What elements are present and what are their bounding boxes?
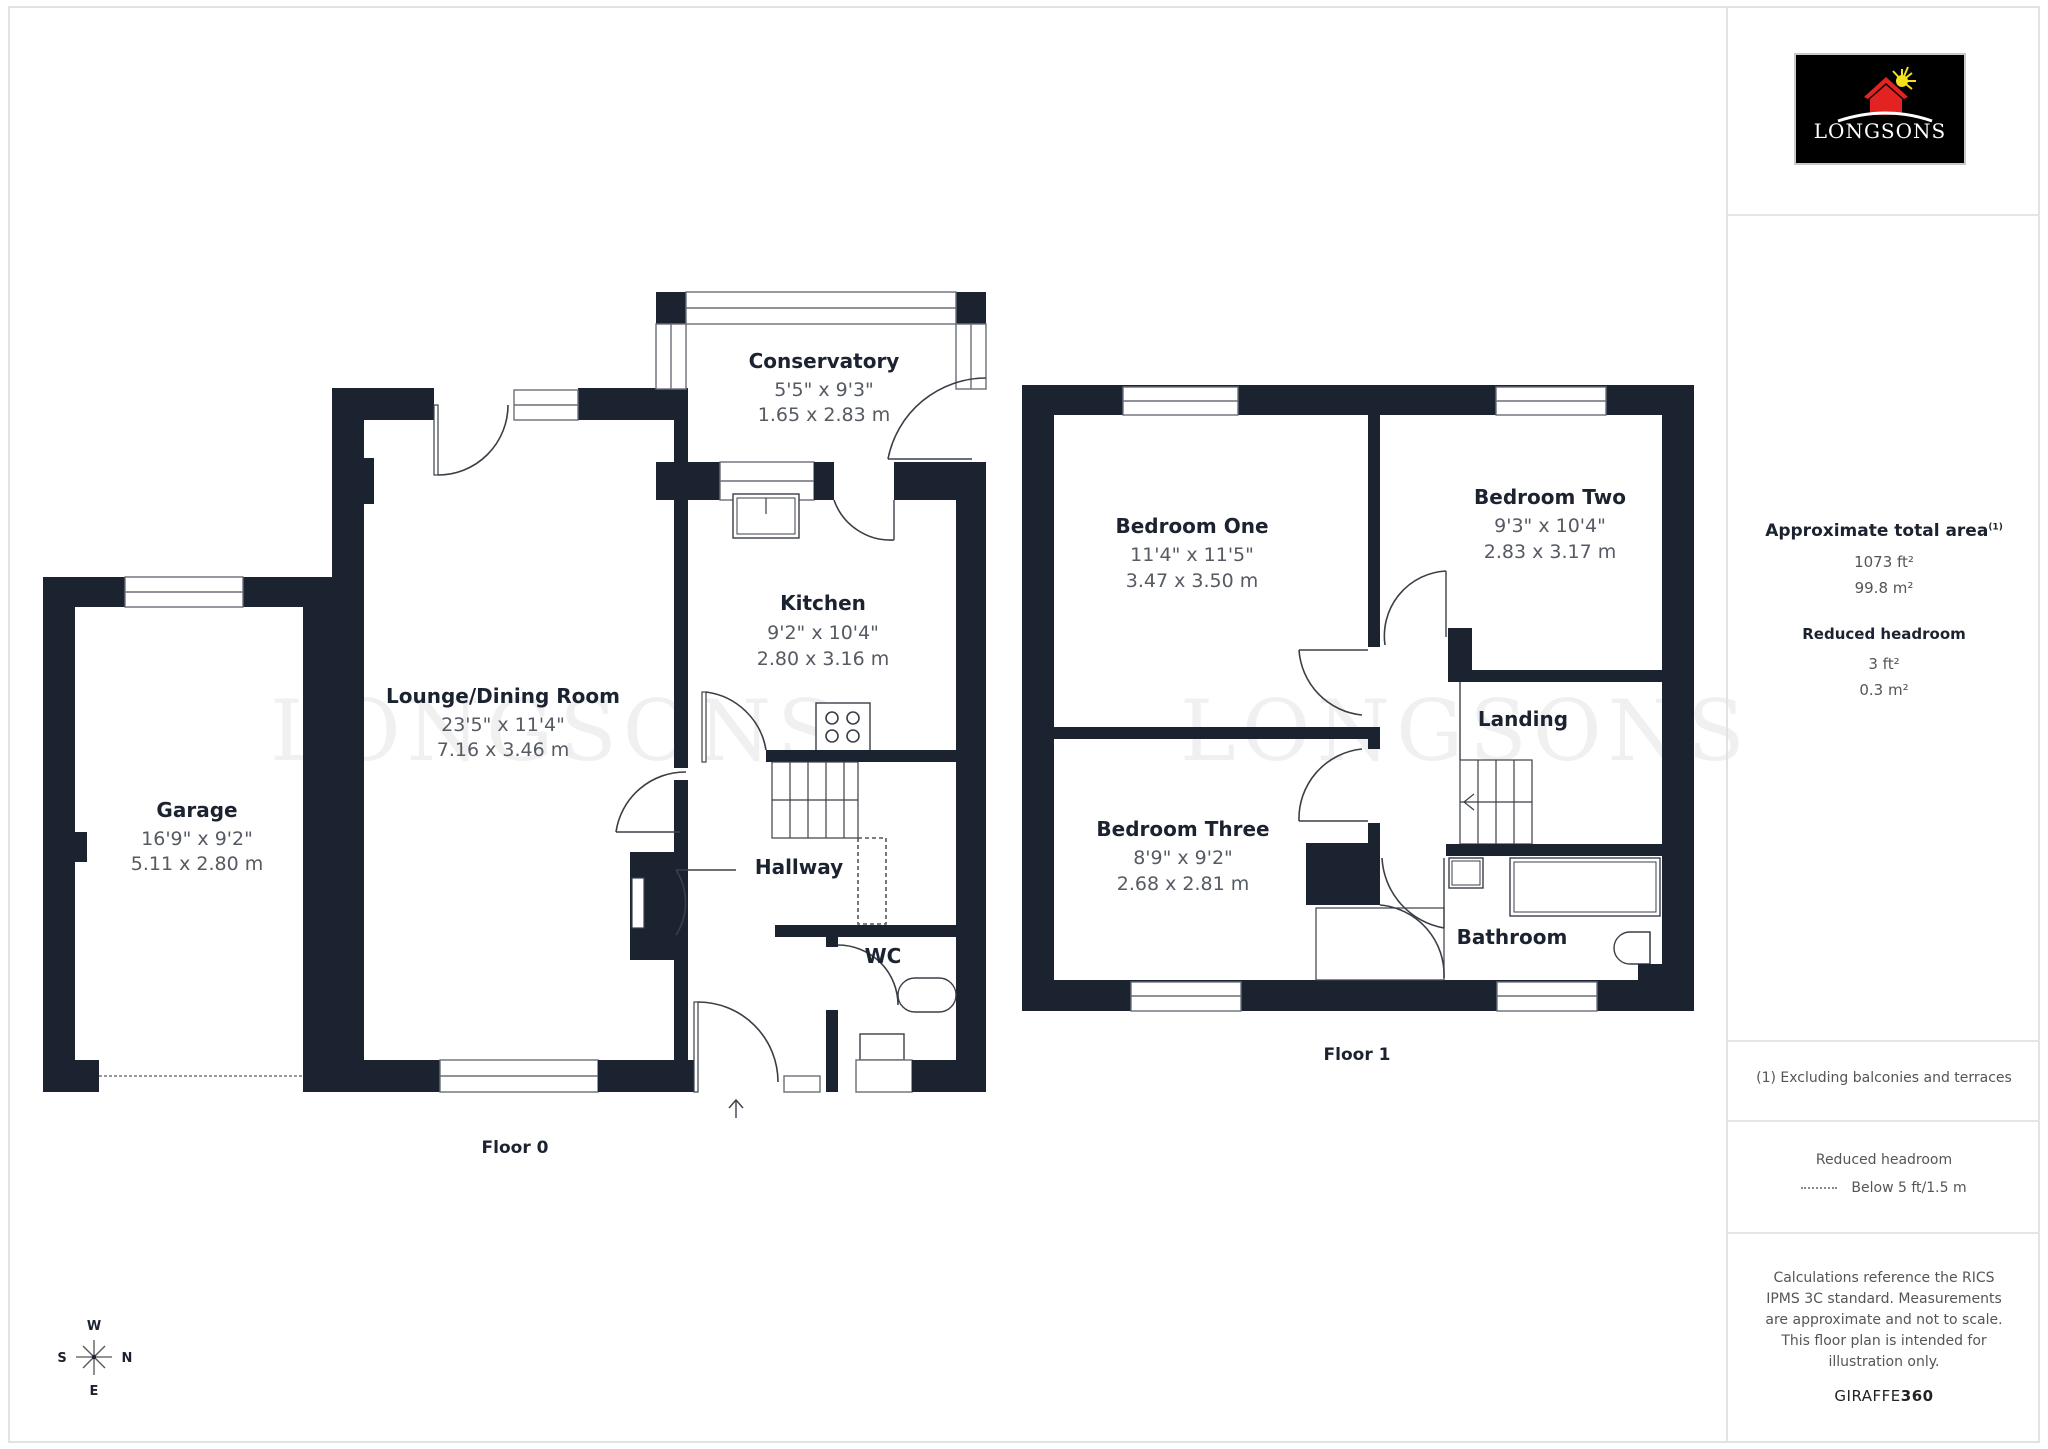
room-dim-imperial-garage: 16'9" x 9'2"	[141, 828, 253, 850]
room-name-wc: WC	[865, 944, 902, 968]
lounge-kitchen-wall	[674, 388, 688, 768]
lounge-walls	[332, 388, 694, 1093]
house-sun-icon	[1837, 66, 1933, 123]
footnote-section: (1) Excluding balconies and terraces	[1728, 1042, 2040, 1122]
area-section: Approximate total area(1) 1073 ft² 99.8 …	[1728, 216, 2040, 1042]
floor-0-label: Floor 0	[482, 1138, 549, 1158]
room-dim-metric-conservatory: 1.65 x 2.83 m	[758, 404, 890, 426]
room-name-conservatory: Conservatory	[749, 349, 900, 373]
room-name-hallway: Hallway	[755, 855, 843, 879]
legend-item-label: Below 5 ft/1.5 m	[1851, 1180, 1967, 1196]
conservatory-walls	[655, 291, 987, 460]
compass-south: S	[57, 1351, 66, 1366]
room-dim-imperial-conservatory: 5'5" x 9'3"	[774, 379, 874, 401]
room-name-lounge: Lounge/Dining Room	[386, 684, 620, 708]
floor-1-plan	[1022, 385, 1694, 1012]
garage-walls	[43, 576, 333, 1092]
room-name-landing: Landing	[1478, 707, 1568, 731]
floor-1-label: Floor 1	[1324, 1045, 1391, 1065]
giraffe360-brand: GIRAFFE360	[1834, 1387, 1934, 1405]
kitchen-walls	[656, 461, 986, 1092]
room-dim-metric-kitchen: 2.80 x 3.16 m	[757, 648, 889, 670]
reduced-headroom-title: Reduced headroom	[1802, 625, 1966, 643]
company-logo: LONGSONS	[1794, 53, 1966, 165]
compass-east: E	[90, 1384, 99, 1399]
area-title: Approximate total area(1)	[1765, 521, 2003, 541]
legend-section: Reduced headroom Below 5 ft/1.5 m	[1728, 1122, 2040, 1234]
dotted-line-icon	[1801, 1187, 1838, 1189]
room-dim-metric-bedroom-three: 2.68 x 2.81 m	[1117, 873, 1249, 895]
room-dim-metric-lounge: 7.16 x 3.46 m	[437, 739, 569, 761]
room-name-garage: Garage	[156, 798, 237, 822]
room-dim-imperial-bedroom-two: 9'3" x 10'4"	[1494, 515, 1606, 537]
legend-item: Below 5 ft/1.5 m	[1728, 1180, 2040, 1196]
compass-west: W	[87, 1319, 101, 1334]
watermark-floor0: LONGSONS	[270, 682, 841, 780]
logo-section: LONGSONS	[1728, 6, 2040, 216]
floor-1-labels: Bedroom One 11'4" x 11'5" 3.47 x 3.50 m …	[1096, 485, 1626, 1065]
footnote-mark: (1)	[1988, 522, 2003, 533]
reduced-area-sqft: 3 ft²	[1868, 655, 1900, 673]
room-dim-metric-bedroom-two: 2.83 x 3.17 m	[1484, 541, 1616, 563]
room-dim-imperial-bedroom-one: 11'4" x 11'5"	[1130, 544, 1254, 566]
room-name-bedroom-three: Bedroom Three	[1096, 817, 1269, 841]
room-dim-metric-bedroom-one: 3.47 x 3.50 m	[1126, 570, 1258, 592]
total-area-sqft: 1073 ft²	[1854, 553, 1914, 571]
compass-north: N	[122, 1351, 133, 1366]
legend-title: Reduced headroom	[1815, 1152, 1953, 1168]
page-frame	[8, 6, 2040, 1443]
disclaimer-section: Calculations reference the RICS IPMS 3C …	[1728, 1234, 2040, 1443]
room-dim-metric-garage: 5.11 x 2.80 m	[131, 853, 263, 875]
logo-text: LONGSONS	[1813, 119, 1947, 143]
info-sidebar: LONGSONS Approximate total area(1) 1073 …	[1726, 6, 2040, 1443]
floor-0-plan	[43, 291, 987, 1118]
room-name-bedroom-two: Bedroom Two	[1474, 485, 1626, 509]
room-dim-imperial-lounge: 23'5" x 11'4"	[441, 714, 565, 736]
room-name-bedroom-one: Bedroom One	[1115, 514, 1268, 538]
room-dim-imperial-kitchen: 9'2" x 10'4"	[767, 622, 879, 644]
total-area-sqm: 99.8 m²	[1854, 579, 1914, 597]
room-name-bathroom: Bathroom	[1457, 925, 1568, 949]
floor-0-labels: Garage 16'9" x 9'2" 5.11 x 2.80 m Lounge…	[131, 349, 902, 1158]
disclaimer-text: Calculations reference the RICS IPMS 3C …	[1765, 1270, 2003, 1370]
hallway-details	[615, 761, 957, 1118]
reduced-area-sqm: 0.3 m²	[1859, 681, 1909, 699]
room-dim-imperial-bedroom-three: 8'9" x 9'2"	[1133, 847, 1233, 869]
room-name-kitchen: Kitchen	[780, 591, 866, 615]
compass-icon: W S N E	[57, 1319, 132, 1399]
footnote-text: (1) Excluding balconies and terraces	[1756, 1070, 2012, 1086]
